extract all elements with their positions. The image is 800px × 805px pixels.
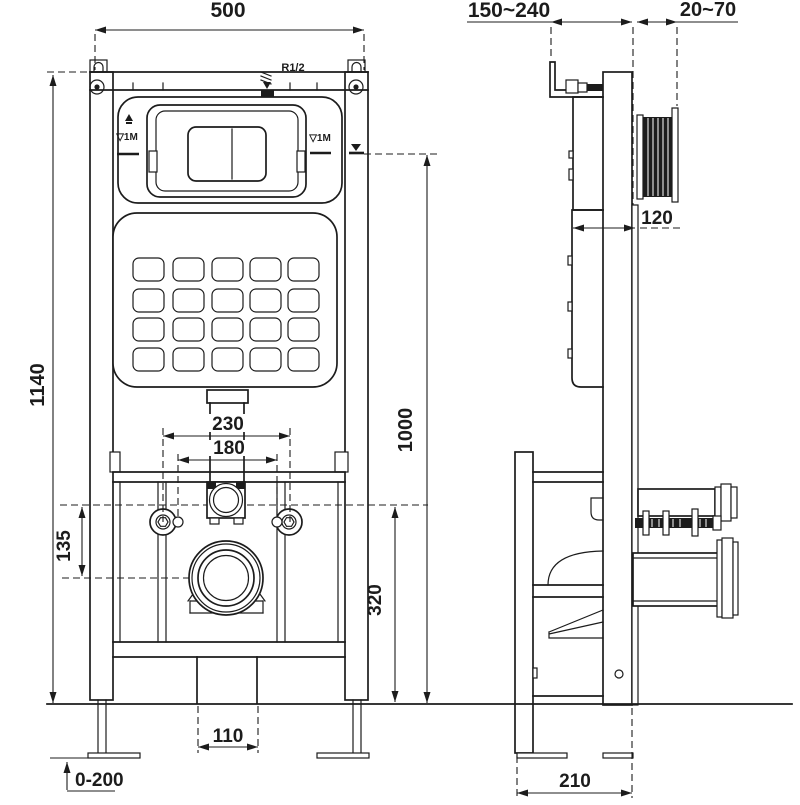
leg-clip <box>532 667 538 679</box>
wall-fixing-tab-right <box>347 59 366 95</box>
bottom-crossbar <box>112 641 346 658</box>
panel-grid <box>132 257 320 372</box>
level-mark-label-right: ▽1M <box>308 133 331 144</box>
front-face-plate <box>631 204 639 706</box>
foot-plate <box>602 752 634 759</box>
flush-buttons <box>187 126 267 182</box>
dim-label: 135 <box>54 530 75 562</box>
rear-leg <box>514 451 534 754</box>
stud-hole-right <box>271 516 283 528</box>
dim-wall-thickness: 20~70 <box>637 0 738 106</box>
dim-outlet-height: 320 <box>365 507 399 702</box>
flush-pipe-collar <box>206 389 249 404</box>
seat-support-rail <box>109 451 349 483</box>
side-view <box>514 61 739 759</box>
datum-triangle-icon <box>351 144 361 151</box>
dimensions: 500 1140 1000 230 180 1 <box>27 0 738 798</box>
flush-pipe-connector <box>206 481 246 525</box>
dim-label: 500 <box>210 0 245 22</box>
frame-left-rail <box>89 71 114 701</box>
adjustable-foot-left <box>87 699 141 759</box>
dim-label: 210 <box>559 771 591 792</box>
flush-bend-pipe <box>637 483 738 522</box>
dim-panel-center-height: 1000 <box>364 153 438 703</box>
dim-outlet-drop: 135 <box>54 507 86 576</box>
front-view <box>60 59 428 759</box>
foot-plate <box>316 752 370 759</box>
dim-label: 320 <box>365 584 386 616</box>
dim-frame-height: 1140 <box>27 71 95 703</box>
dim-cistern-depth: 120 <box>573 208 684 232</box>
water-inlet-square <box>261 90 274 99</box>
level-mark-label-left: ▽1M <box>115 132 138 143</box>
adjustable-foot-right <box>316 699 370 759</box>
dim-depth-adjust: 150~240 <box>467 0 634 205</box>
mounting-bolt-right <box>275 508 303 536</box>
dim-drain-width: 110 <box>197 706 259 753</box>
side-crossmembers <box>532 471 604 697</box>
dim-label: 1000 <box>395 408 417 453</box>
wall-fixing-tab-left <box>89 59 108 95</box>
level-mark-left <box>117 114 139 156</box>
dim-frame-width: 500 <box>94 0 365 70</box>
dim-label: 20~70 <box>680 0 736 21</box>
bracket-bolt <box>565 79 579 94</box>
datum-triangle-icon <box>125 114 133 121</box>
plate-clip-left <box>148 150 158 173</box>
drain-box <box>196 656 258 704</box>
dim-label: 1140 <box>27 363 49 406</box>
frame-rail-side <box>602 71 633 706</box>
dim-label: 110 <box>213 726 244 747</box>
fixing-screw-icon <box>89 79 105 95</box>
dim-label: 230 <box>212 414 244 435</box>
dim-foot-spacing: 210 <box>516 708 633 798</box>
inspection-panel <box>112 212 338 388</box>
rail-hole <box>614 669 624 679</box>
fixing-screw-icon <box>348 79 364 95</box>
dim-label: 0-200 <box>75 770 124 791</box>
internal-pipe-bends <box>547 497 604 639</box>
plate-clip-right <box>296 150 306 173</box>
dim-bolt-spacing: 230 <box>162 414 291 522</box>
cistern-side <box>568 96 604 211</box>
anchor-rod <box>635 508 722 537</box>
foot-plate <box>516 752 568 759</box>
waste-outlet <box>188 540 264 616</box>
wall-bracket <box>549 61 604 98</box>
lower-shield-side <box>567 209 604 388</box>
water-inlet-label: R1/2 <box>281 62 304 74</box>
level-mark-rail <box>349 144 364 155</box>
waste-bend-pipe <box>632 537 739 619</box>
dim-label: 180 <box>213 438 245 459</box>
water-inlet <box>260 71 274 99</box>
stud-hole-left <box>172 516 184 528</box>
foot-plate <box>87 752 141 759</box>
down-arrow-icon <box>263 82 271 89</box>
dim-label: 150~240 <box>468 0 550 22</box>
dim-foot-adjust: 0-200 <box>50 757 124 792</box>
top-crossbar <box>89 71 369 91</box>
dim-stud-spacing: 180 <box>177 438 278 516</box>
flush-button-sleeve <box>636 107 679 203</box>
dim-label: 120 <box>641 208 673 229</box>
